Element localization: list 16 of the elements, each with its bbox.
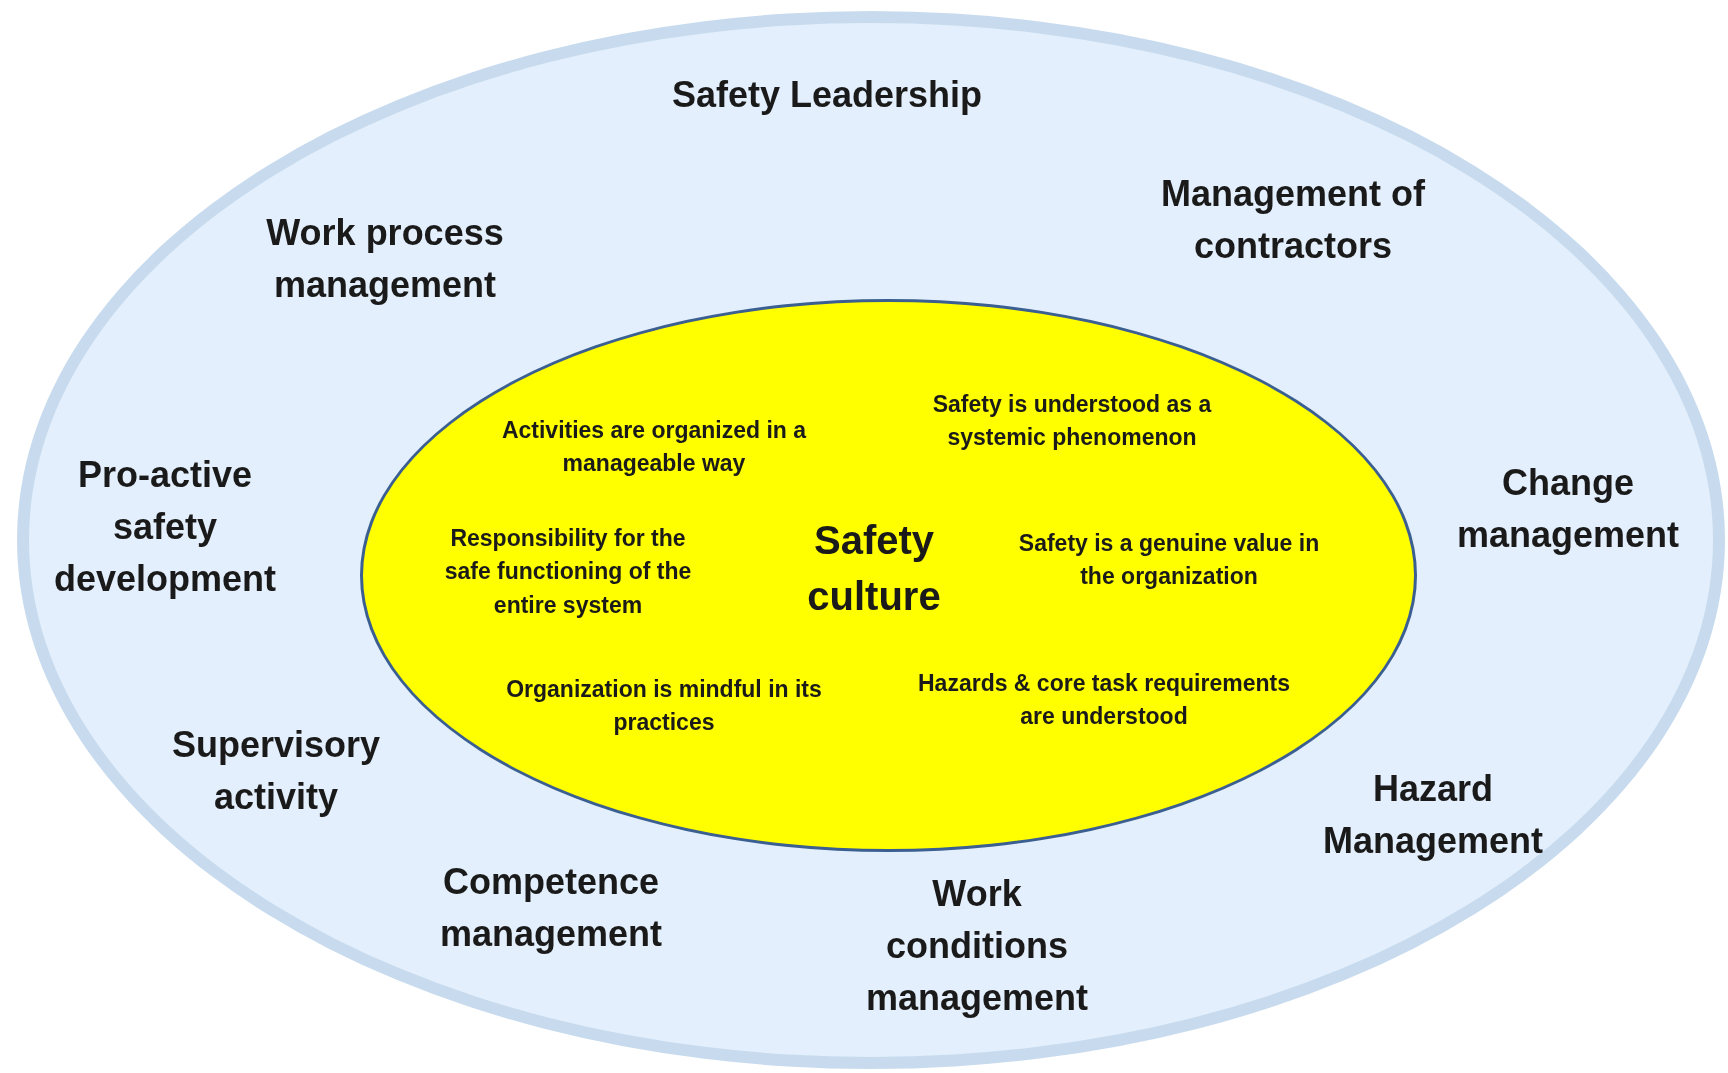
outer-element-label: Safety Leadership [670,72,984,117]
outer-element-label: Supervisory activity [170,722,382,819]
culture-trait-text: Organization is mindful in its practices [505,674,823,737]
culture-trait-text: Activities are organized in a manageable way [500,415,808,478]
outer-element-label: Change management [1455,460,1681,557]
outer-element-label: Work conditions management [864,871,1090,1021]
culture-trait-text: Hazards & core task requirements are understood [917,668,1291,731]
culture-trait-text: Safety is understood as a systemic phenomenon [931,389,1213,452]
culture-trait-text: Safety is a genuine value in the organization [1017,528,1321,591]
culture-trait-text: Responsibility for the safe functioning of the entire system [443,524,693,620]
center-heading: Safety culture [806,517,942,620]
outer-element-label: Competence management [438,859,664,956]
outer-element-label: Hazard Management [1321,766,1544,863]
outer-element-label: Pro-active safety development [52,452,277,602]
outer-element-label: Management of contractors [1160,171,1426,268]
outer-element-label: Work process management [265,210,505,307]
